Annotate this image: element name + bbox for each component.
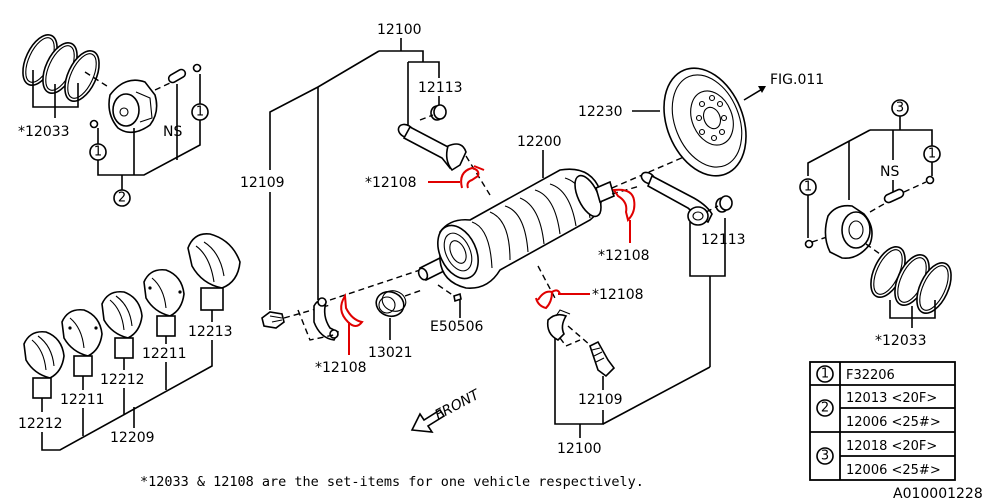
label-main-bearing-4: 12211 <box>142 346 187 362</box>
legend-key-1-text: 1 <box>821 367 829 382</box>
main-bearing-5 <box>187 232 241 311</box>
piston-group-right: 3 NS 1 1 <box>799 99 952 349</box>
label-flywheel: 12230 <box>578 104 623 120</box>
callout-1-right-a-text: 1 <box>928 147 936 162</box>
legend-row-2-item-2: 12006 <25#> <box>846 415 941 430</box>
piston-group-left: *12033 1 1 2 NS <box>18 34 209 207</box>
label-rod-bearing-left: *12108 <box>315 360 367 376</box>
legend-key-3 <box>816 447 834 465</box>
conrod-group-top: 12100 12113 *12108 <box>269 22 491 300</box>
main-bearing-3 <box>101 290 143 359</box>
bearing-cap-lower <box>546 309 571 341</box>
main-bearing-1 <box>23 330 65 399</box>
label-rod-bearing-top: *12108 <box>365 175 417 191</box>
label-pilot-bearing: 13021 <box>368 345 413 361</box>
legend-key-1 <box>816 365 834 383</box>
label-conrod-assy-top: 12100 <box>377 22 422 38</box>
callout-2-left-text: 2 <box>118 191 126 206</box>
legend-row-3-item-2: 12006 <25#> <box>846 463 941 478</box>
conrod-top <box>397 123 467 172</box>
footnote: *12033 & 12108 are the set-items for one… <box>140 474 644 490</box>
flywheel <box>663 67 747 177</box>
label-crankshaft: 12200 <box>517 134 562 150</box>
piston-pin-left <box>167 68 187 84</box>
piston-rings-right <box>870 246 952 314</box>
legend-row-1-item-1: F32206 <box>846 368 895 383</box>
label-ring-set-right: *12033 <box>875 333 927 349</box>
label-rod-bearing-lower: *12108 <box>592 287 644 303</box>
snap-ring-left-bottom <box>89 119 99 129</box>
main-bearing-2 <box>61 308 103 377</box>
rod-bearing-right <box>612 188 636 222</box>
woodruff-key <box>453 292 462 303</box>
crankshaft: 12200 <box>417 134 615 289</box>
callout-1-left-b <box>191 103 209 121</box>
legend-key-2-text: 2 <box>821 401 829 416</box>
label-bushing-right: 12113 <box>701 232 746 248</box>
snap-ring-right-bottom <box>804 239 814 249</box>
bolt-lower <box>589 340 616 378</box>
snap-ring-left-top <box>192 63 202 73</box>
label-main-bearing-5: 12213 <box>188 324 233 340</box>
fig-ref-arrow <box>758 86 766 93</box>
callout-1-right-b-text: 1 <box>804 180 812 195</box>
legend-row-2-item-1: 12013 <20F> <box>846 391 937 406</box>
fig-reference: FIG.011 <box>770 72 824 88</box>
label-ns-right: NS <box>880 164 899 180</box>
figure-code: A010001228 <box>893 486 983 500</box>
legend-row-3-item-1: 12018 <20F> <box>846 439 937 454</box>
bushing-right <box>715 195 733 213</box>
piston-left <box>108 79 158 134</box>
main-bearing-4 <box>143 268 185 337</box>
label-main-bearing-3: 12212 <box>100 372 145 388</box>
front-label: FRONT <box>432 386 483 423</box>
bolt-left <box>261 311 285 329</box>
label-rod-bearing-right: *12108 <box>598 248 650 264</box>
callout-1-left-a-text: 1 <box>94 145 102 160</box>
label-main-bearing-1: 12212 <box>18 416 63 432</box>
label-main-bearing-set: 12209 <box>110 430 155 446</box>
piston-right <box>824 204 873 260</box>
front-direction-arrow: FRONT <box>410 386 483 433</box>
label-ns-left: NS <box>163 124 182 140</box>
main-bearings: 12212 12211 12212 12211 12213 12209 <box>18 232 241 451</box>
label-bolt-left: 12109 <box>240 175 285 191</box>
label-bolt-lower: 12109 <box>578 392 623 408</box>
piston-pin-right <box>883 188 905 204</box>
rod-bearing-top <box>460 165 485 189</box>
callout-1-left-b-text: 1 <box>196 105 204 120</box>
label-ring-set-left: *12033 <box>18 124 70 140</box>
conrod-bolt-group-left: 12109 *12108 <box>240 175 421 376</box>
rod-bearing-left <box>340 292 364 327</box>
label-woodruff-key: E50506 <box>430 319 483 335</box>
pilot-bearing <box>375 290 407 318</box>
callout-3-right-text: 3 <box>896 101 904 116</box>
label-main-bearing-2: 12211 <box>60 392 105 408</box>
legend-key-3-text: 3 <box>821 449 829 464</box>
bushing-top <box>430 104 447 121</box>
piston-rings-left <box>22 34 100 102</box>
callout-2-left <box>113 189 131 207</box>
rod-bearing-lower <box>535 289 561 310</box>
legend-table: 1 F32206 2 12013 <20F> 12006 <25#> 3 120… <box>809 361 956 481</box>
legend-key-2 <box>816 399 834 417</box>
conrod-right <box>640 171 713 226</box>
label-bushing-top: 12113 <box>418 80 463 96</box>
callout-1-left-a <box>89 143 107 161</box>
snap-ring-right-top <box>925 175 935 185</box>
label-conrod-assy-bottom: 12100 <box>557 441 602 457</box>
bearing-cap-left <box>313 297 340 341</box>
